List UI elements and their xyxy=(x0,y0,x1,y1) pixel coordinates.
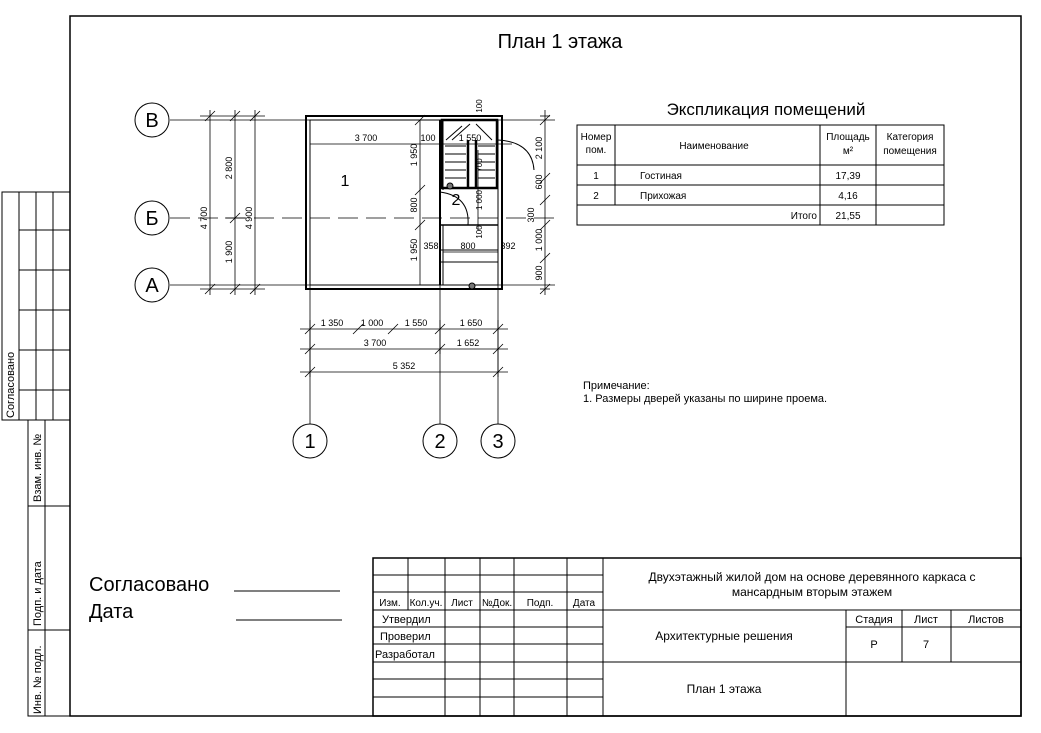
tb-col-list: Лист xyxy=(451,598,473,609)
floor-plan-walls xyxy=(305,115,503,290)
axis-label-2: 2 xyxy=(434,431,445,453)
explication-title: Экспликация помещений xyxy=(667,100,866,119)
tb-col-podp: Подп. xyxy=(527,598,554,609)
approval-data: Дата xyxy=(89,601,134,623)
tb-stage-header: Стадия xyxy=(855,614,893,626)
dim-b-3700: 3 700 xyxy=(364,338,387,348)
dim-b-1350: 1 350 xyxy=(321,318,344,328)
expl-h-area-2: м² xyxy=(843,146,854,157)
title-block-grid xyxy=(372,557,1022,717)
approval-soglasovano: Согласовано xyxy=(89,574,209,596)
stamp-soglasovano: Согласовано xyxy=(5,352,17,418)
expl-row-area: 17,39 xyxy=(835,171,860,182)
dim-left-4700: 4 700 xyxy=(199,207,209,230)
expl-total-value: 21,55 xyxy=(835,211,860,222)
dim-left-1900: 1 900 xyxy=(224,241,234,264)
room-label-2: 2 xyxy=(452,192,461,209)
axis-label-a: А xyxy=(145,275,159,297)
dim-stair-700: 700 xyxy=(475,158,484,172)
stamp-vzam: Взам. инв. № xyxy=(32,434,44,502)
tb-sheet-value: 7 xyxy=(923,639,929,651)
tb-role-utverdil: Утвердил xyxy=(382,614,431,626)
dim-stair-100: 100 xyxy=(475,225,484,239)
left-stamp xyxy=(1,191,71,717)
expl-row-num: 1 xyxy=(593,171,599,182)
expl-h-name: Наименование xyxy=(679,141,749,152)
sheet-frame xyxy=(69,15,1022,717)
expl-h-num-1: Номер xyxy=(581,132,612,143)
expl-h-num-2: пом. xyxy=(586,145,607,156)
axis-label-v: В xyxy=(145,110,158,132)
dim-right-1000: 1 000 xyxy=(534,229,544,252)
tb-sheet-header: Лист xyxy=(914,614,938,626)
bottom-dimension-lines xyxy=(300,320,508,378)
dim-right-600: 600 xyxy=(534,174,544,189)
dim-b-5352: 5 352 xyxy=(393,361,416,371)
axis-label-b: Б xyxy=(145,208,158,230)
room-label-1: 1 xyxy=(341,173,350,190)
axis-label-3: 3 xyxy=(492,431,503,453)
expl-row-area: 4,16 xyxy=(838,191,858,202)
tb-project-2: мансардным вторым этажем xyxy=(732,585,892,599)
dim-v-1950a: 1 950 xyxy=(409,144,419,167)
dim-b-1650: 1 650 xyxy=(460,318,483,328)
dim-b-1652: 1 652 xyxy=(457,338,480,348)
dim-right-300: 300 xyxy=(526,207,536,222)
expl-h-cat-2: помещения xyxy=(883,146,937,157)
tb-sheets-header: Листов xyxy=(968,614,1004,626)
explication-table xyxy=(576,124,945,226)
note-title: Примечание: xyxy=(583,380,650,392)
tb-col-koluch: Кол.уч. xyxy=(410,598,443,609)
dim-right-2100: 2 100 xyxy=(534,137,544,160)
expl-h-cat-1: Категория xyxy=(887,132,934,143)
inner-dimension-lines xyxy=(310,114,512,285)
left-dimension-lines xyxy=(200,110,265,295)
dim-top-3700: 3 700 xyxy=(355,133,378,143)
tb-stage-value: Р xyxy=(870,639,877,651)
staircase xyxy=(440,118,499,290)
dim-mid-392: 392 xyxy=(500,241,515,251)
expl-row-name: Прихожая xyxy=(640,191,686,202)
dim-mid-358: 358 xyxy=(423,241,438,251)
expl-row-name: Гостиная xyxy=(640,171,682,182)
dim-top-1550: 1 550 xyxy=(459,133,482,143)
doors xyxy=(439,139,535,226)
tb-col-data: Дата xyxy=(573,598,596,609)
dim-right-100: 100 xyxy=(475,99,484,113)
expl-total-label: Итого xyxy=(791,211,818,222)
dim-b-1550: 1 550 xyxy=(405,318,428,328)
tb-role-proveril: Проверил xyxy=(380,631,431,643)
tb-col-ndok: №Док. xyxy=(482,598,512,609)
right-dimension-lines xyxy=(539,110,551,295)
expl-h-area-1: Площадь xyxy=(826,132,870,143)
stamp-podp: Подп. и дата xyxy=(32,560,44,626)
dim-v-800: 800 xyxy=(409,197,419,212)
tb-section: Архитектурные решения xyxy=(655,629,793,643)
expl-row-num: 2 xyxy=(593,191,599,202)
dim-left-2800: 2 800 xyxy=(224,157,234,180)
tb-col-izm: Изм. xyxy=(379,598,400,609)
stamp-inv: Инв. № подл. xyxy=(32,645,44,714)
dim-mid-800: 800 xyxy=(460,241,475,251)
axis-label-1: 1 xyxy=(304,431,315,453)
dim-top-100: 100 xyxy=(420,133,435,143)
axis-bubbles xyxy=(134,102,516,459)
sheet-title: План 1 этажа xyxy=(498,31,624,53)
note-line: 1. Размеры дверей указаны по ширине прое… xyxy=(583,393,827,405)
dim-left-4900: 4 900 xyxy=(244,207,254,230)
tb-role-razrabotal: Разработал xyxy=(375,649,435,661)
dim-right-900: 900 xyxy=(534,265,544,280)
dim-v-1950b: 1 950 xyxy=(409,239,419,262)
dim-b-1000: 1 000 xyxy=(361,318,384,328)
tb-drawing-name: План 1 этажа xyxy=(687,682,762,696)
tb-project-1: Двухэтажный жилой дом на основе деревянн… xyxy=(648,570,975,584)
dim-stair-1000: 1 000 xyxy=(475,189,484,210)
